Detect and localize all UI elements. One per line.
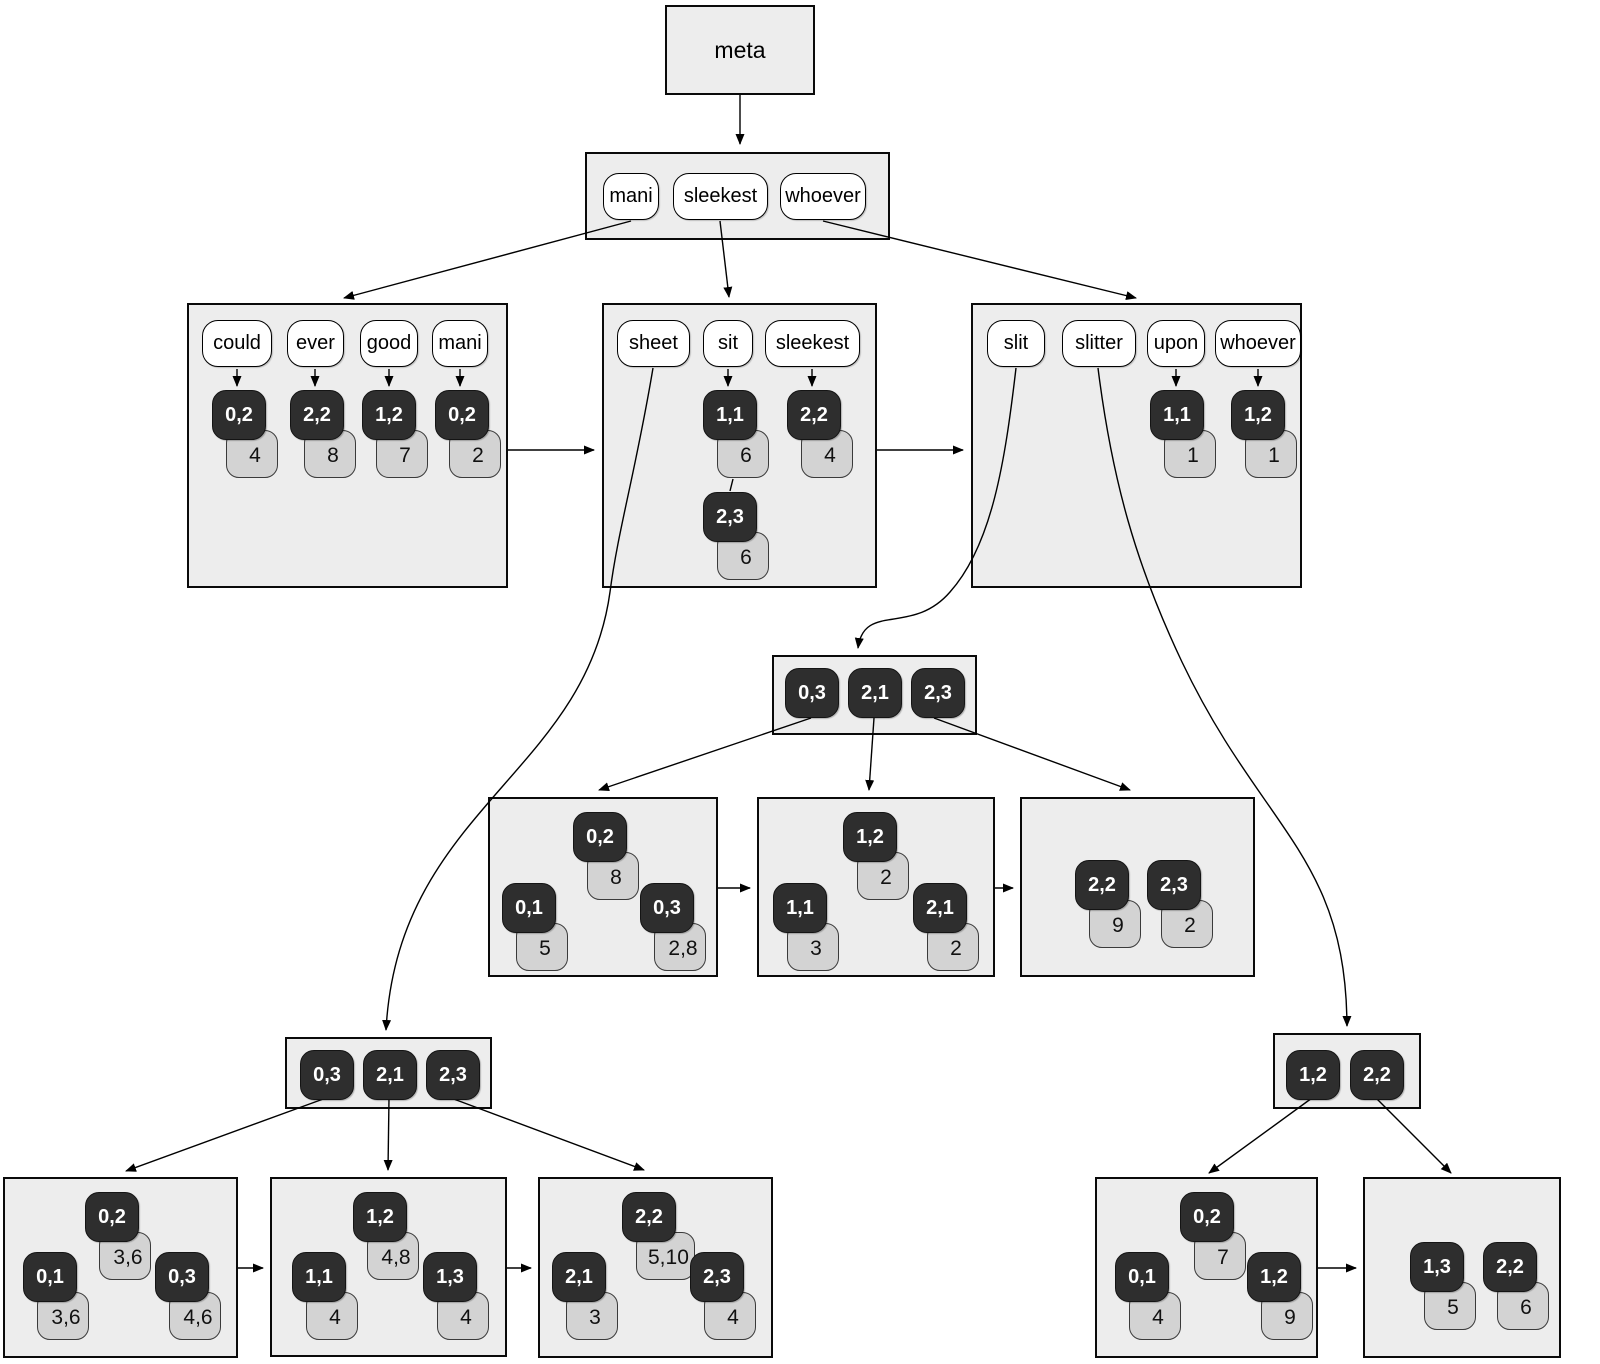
positions-pill: 4 [704,1292,756,1340]
posting-pair: 3,6 0,1 [23,1252,89,1340]
term-pill: sheet [617,320,690,367]
key-pill: 1,2 [1247,1252,1301,1302]
key-pill: 2,1 [552,1252,606,1302]
edge-slitter-internal-leaf1 [1208,1097,1313,1174]
term-pill: slitter [1062,320,1136,367]
posting-pair: 4 2,2 [787,390,853,478]
term-pill: whoever [780,173,866,220]
leaf-node-slit-3 [1020,797,1255,977]
posting-pair: 3 2,1 [552,1252,618,1340]
posting-pair: 4,6 0,3 [155,1252,221,1340]
term-pill: ever [287,320,344,367]
term-pill: mani [603,173,659,220]
posting-pair: 2 2,1 [913,883,979,971]
key-pill: 1,1 [292,1252,346,1302]
key-pill: 0,2 [212,390,266,440]
posting-pair: 1 1,1 [1150,390,1216,478]
posting-pair: 5 1,3 [1410,1242,1476,1330]
term-pill: sleekest [673,173,768,220]
key-pill: 0,2 [573,812,627,862]
key-pill: 1,3 [1410,1242,1464,1292]
key-pill: 2,2 [1350,1050,1404,1100]
key-pill: 2,1 [848,668,902,718]
posting-pair: 6 2,3 [703,492,769,580]
key-pill: 0,2 [1180,1192,1234,1242]
key-pill: 1,1 [703,390,757,440]
key-pill: 2,2 [290,390,344,440]
key-pill: 2,3 [703,492,757,542]
positions-pill: 2 [857,852,909,900]
key-pill: 2,3 [426,1050,480,1100]
posting-pair: 2 1,2 [843,812,909,900]
key-pill: 2,3 [690,1252,744,1302]
term-pill: slit [987,320,1045,367]
posting-pair: 9 1,2 [1247,1252,1313,1340]
posting-pair: 6 1,1 [703,390,769,478]
key-pill: 2,1 [363,1050,417,1100]
term-pill: whoever [1215,320,1301,367]
posting-pair: 5,10 2,2 [622,1192,695,1280]
posting-pair: 2 0,2 [435,390,501,478]
key-pill: 0,2 [435,390,489,440]
posting-pair: 8 2,2 [290,390,356,478]
posting-pair: 4 1,1 [292,1252,358,1340]
posting-pair: 6 2,2 [1483,1242,1549,1330]
posting-pair: 8 0,2 [573,812,639,900]
meta-node: meta [665,5,815,95]
positions-pill: 3,6 [37,1292,89,1340]
key-pill: 1,1 [773,883,827,933]
posting-pair: 7 1,2 [362,390,428,478]
key-pill: 0,3 [300,1050,354,1100]
posting-pair: 2,8 0,3 [640,883,706,971]
key-pill: 0,3 [640,883,694,933]
posting-pair: 4 0,1 [1115,1252,1181,1340]
key-pill: 0,1 [1115,1252,1169,1302]
posting-pair: 3 1,1 [773,883,839,971]
term-pill: sleekest [765,320,860,367]
key-pill: 0,2 [85,1192,139,1242]
key-pill: 2,3 [1147,860,1201,910]
key-pill: 2,2 [787,390,841,440]
posting-pair: 2 2,3 [1147,860,1213,948]
term-pill: could [202,320,272,367]
key-pill: 0,3 [785,668,839,718]
key-pill: 2,3 [911,668,965,718]
posting-pair: 4 0,2 [212,390,278,478]
posting-pair: 3,6 0,2 [85,1192,151,1280]
term-pill: upon [1147,320,1205,367]
term-pill: sit [703,320,753,367]
key-pill: 1,2 [362,390,416,440]
key-pill: 1,2 [353,1192,407,1242]
posting-pair: 4 2,3 [690,1252,756,1340]
key-pill: 2,2 [1075,860,1129,910]
posting-pair: 7 0,2 [1180,1192,1246,1280]
key-pill: 2,1 [913,883,967,933]
term-pill: mani [432,320,488,367]
key-pill: 1,2 [1231,390,1285,440]
key-pill: 1,3 [423,1252,477,1302]
posting-pair: 4,8 1,2 [353,1192,419,1280]
key-pill: 0,3 [155,1252,209,1302]
term-pill: good [360,320,418,367]
key-pill: 1,1 [1150,390,1204,440]
posting-pair: 1 1,2 [1231,390,1297,478]
edge-slitter-internal-leaf2 [1375,1097,1452,1174]
posting-pair: 5 0,1 [502,883,568,971]
key-pill: 2,2 [622,1192,676,1242]
key-pill: 1,2 [843,812,897,862]
key-pill: 0,1 [23,1252,77,1302]
meta-label: meta [714,36,766,63]
posting-pair: 4 1,3 [423,1252,489,1340]
key-pill: 2,2 [1483,1242,1537,1292]
key-pill: 1,2 [1286,1050,1340,1100]
key-pill: 0,1 [502,883,556,933]
posting-pair: 9 2,2 [1075,860,1141,948]
